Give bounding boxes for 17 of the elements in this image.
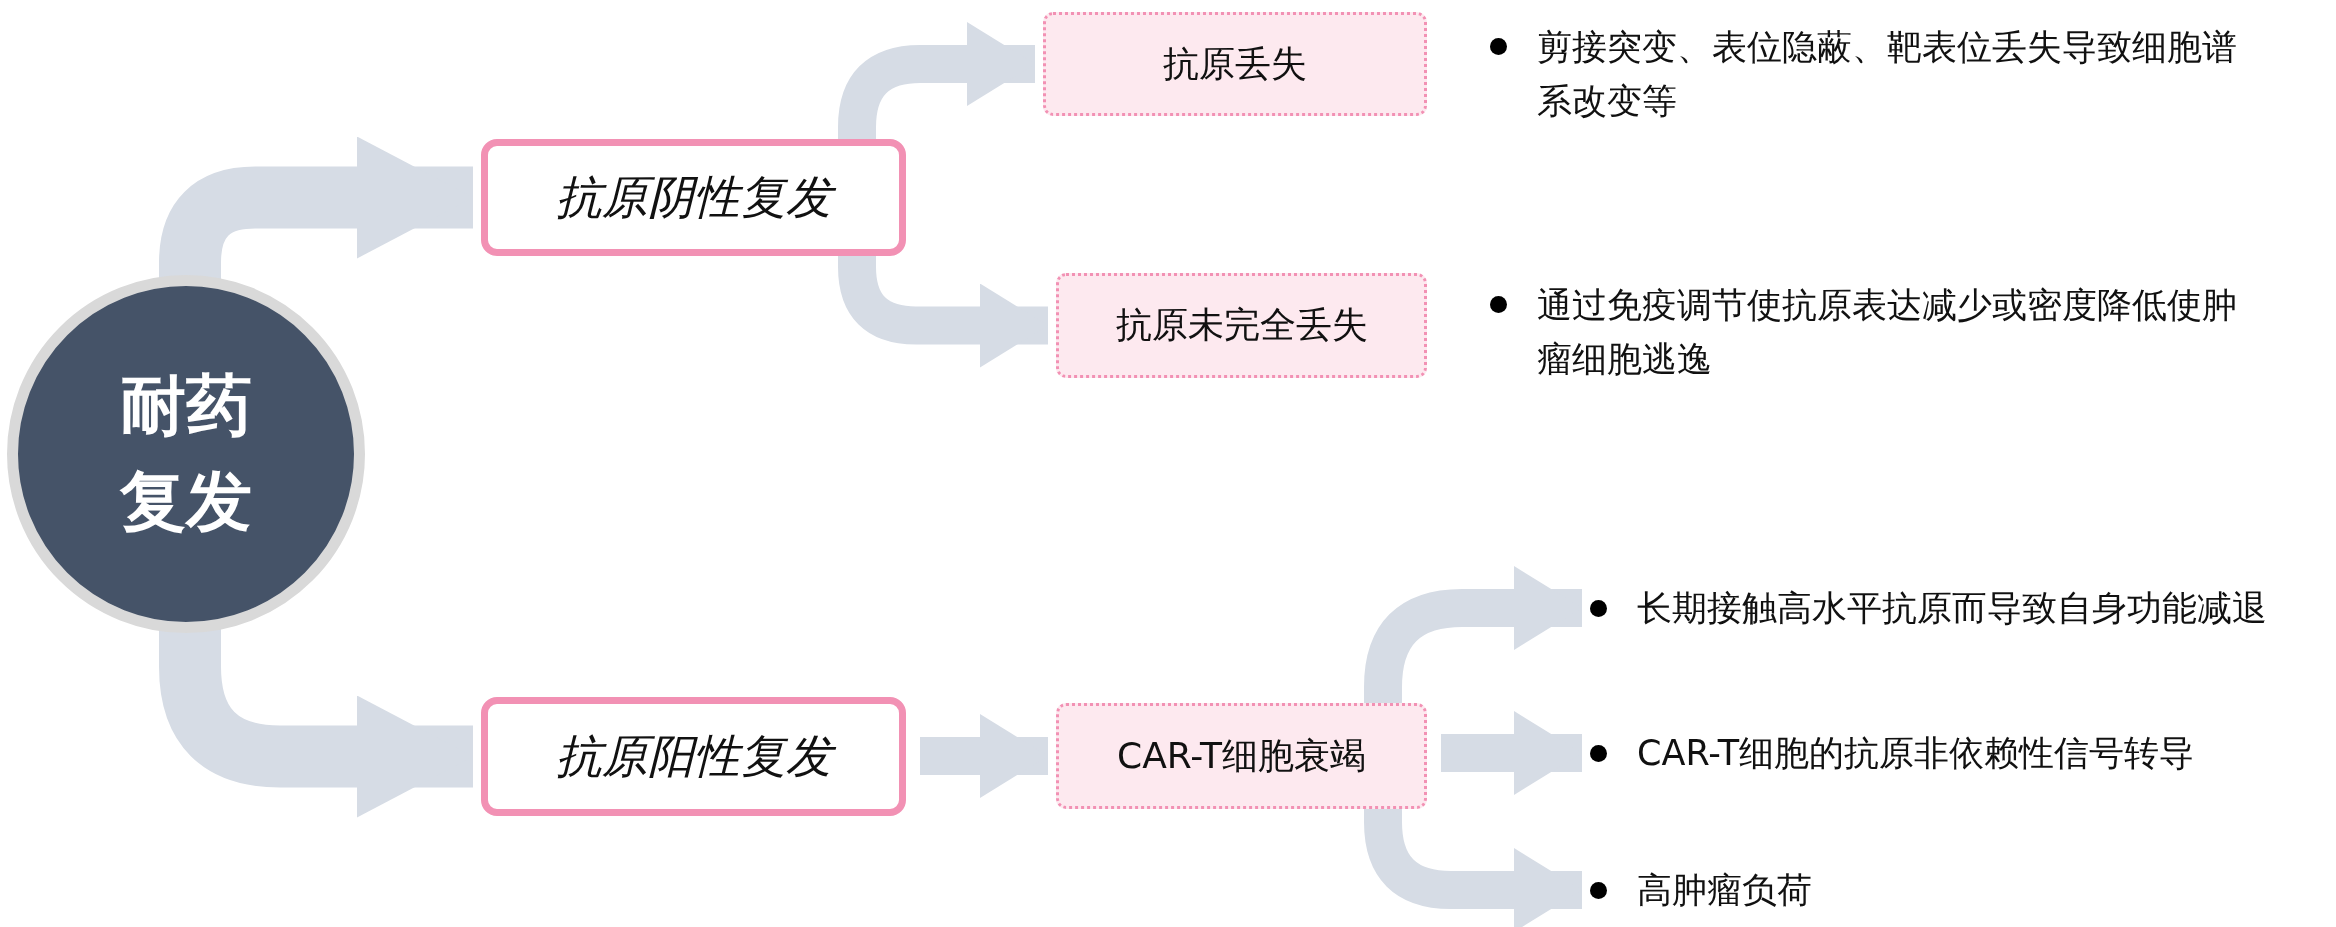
category-box bbox=[481, 697, 906, 816]
mechanism-box bbox=[1056, 703, 1427, 809]
category-box bbox=[481, 139, 906, 256]
bullet-text: 通过免疫调节使抗原表达减少或密度降低使肿瘤细胞逃逸 bbox=[1537, 284, 2238, 382]
mechanism-box bbox=[1056, 273, 1427, 378]
box-label: CAR-T细胞衰竭 bbox=[1117, 733, 1366, 778]
bullet-text: 长期接触高水平抗原而导致自身功能减退 bbox=[1637, 586, 2267, 630]
bullet-text: 高肿瘤负荷 bbox=[1637, 868, 1812, 912]
box-label: 抗原丢失 bbox=[1163, 41, 1307, 86]
arrow bbox=[159, 629, 473, 818]
mechanism-box bbox=[1043, 12, 1427, 116]
bullet-text: 剪接突变、表位隐蔽、靶表位丢失导致细胞谱系改变等 bbox=[1537, 26, 2238, 124]
arrow bbox=[1441, 711, 1582, 795]
box-label: 抗原未完全丢失 bbox=[1115, 303, 1368, 347]
node-title: 耐药复发 bbox=[118, 366, 253, 542]
arrow bbox=[920, 714, 1048, 798]
bullet-text: CAR-T细胞的抗原非依赖性信号转导 bbox=[1637, 731, 2195, 775]
